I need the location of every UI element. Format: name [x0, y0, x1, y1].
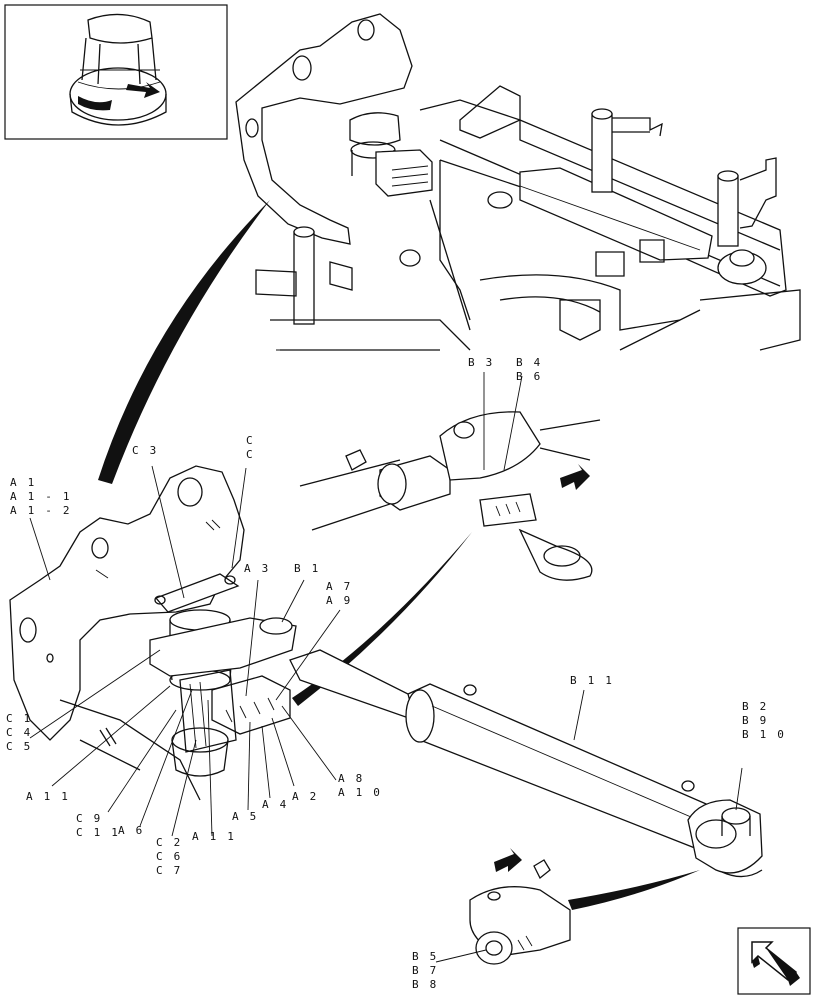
svg-text:A 8A 1 0: A 8A 1 0 — [338, 772, 382, 799]
navigation-arrow-icon[interactable] — [737, 927, 811, 995]
detail-view-rod-end — [469, 848, 571, 965]
label-c-top-2: C — [246, 448, 255, 461]
svg-text:B 1: B 1 — [294, 562, 320, 575]
machine-overview-thumbnail — [4, 4, 228, 140]
svg-text:A 3: A 3 — [244, 562, 270, 575]
label-c7: C 7 — [156, 864, 182, 877]
label-b11: B 1 1 — [570, 674, 614, 687]
label-a5: A 5 — [232, 810, 258, 823]
label-c-top-1: C — [246, 434, 255, 447]
label-b9: B 9 — [742, 714, 768, 727]
label-c3: C 3 — [132, 444, 158, 457]
upper-assembly-view — [235, 13, 801, 351]
main-assembly-view — [9, 465, 297, 801]
svg-text:B 2B 9B 1 0: B 2B 9B 1 0 — [742, 700, 786, 741]
svg-text:A 6: A 6 — [118, 824, 144, 837]
label-c5: C 5 — [6, 740, 32, 753]
label-a1-2: A 1 - 1 — [10, 490, 72, 503]
hydraulic-cylinder — [289, 649, 763, 878]
label-c2: C 2 — [156, 836, 182, 849]
svg-text:A 1 1: A 1 1 — [26, 790, 70, 803]
label-c6: C 6 — [156, 850, 182, 863]
label-b10: B 1 0 — [742, 728, 786, 741]
label-c11: C 1 1 — [76, 826, 120, 839]
label-a11-center: A 1 1 — [192, 830, 236, 843]
svg-text:B 4B 6: B 4B 6 — [516, 356, 542, 383]
detail-view-b — [299, 372, 601, 581]
svg-text:B 3: B 3 — [468, 356, 494, 369]
label-a2: A 2 — [292, 790, 318, 803]
label-a9: A 9 — [326, 594, 352, 607]
label-b3: B 3 — [468, 356, 494, 369]
leader-curve-c — [568, 870, 700, 910]
label-c4: C 4 — [6, 726, 32, 739]
label-b8: B 8 — [412, 978, 438, 991]
label-a7: A 7 — [326, 580, 352, 593]
label-a6: A 6 — [118, 824, 144, 837]
svg-text:C 2C 6C 7: C 2C 6C 7 — [156, 836, 182, 877]
leader-lines — [29, 465, 743, 963]
svg-text:A 1A 1 - 1A 1 - 2: A 1A 1 - 1A 1 - 2 — [10, 476, 72, 517]
svg-text:CC: CC — [246, 434, 255, 461]
label-a1-1: A 1 — [10, 476, 36, 489]
leader-curve-a — [98, 200, 270, 484]
label-b7: B 7 — [412, 964, 438, 977]
svg-text:C 1C 4C 5: C 1C 4C 5 — [6, 712, 32, 753]
label-a4: A 4 — [262, 798, 288, 811]
label-b5: B 5 — [412, 950, 438, 963]
svg-text:A 5: A 5 — [232, 810, 258, 823]
label-b2: B 2 — [742, 700, 768, 713]
svg-text:B 5B 7B 8: B 5B 7B 8 — [412, 950, 438, 991]
label-a10: A 1 0 — [338, 786, 382, 799]
svg-text:B 1 1: B 1 1 — [570, 674, 614, 687]
label-c1: C 1 — [6, 712, 32, 725]
label-a8: A 8 — [338, 772, 364, 785]
svg-text:C 9C 1 1: C 9C 1 1 — [76, 812, 120, 839]
label-a3: A 3 — [244, 562, 270, 575]
label-b1: B 1 — [294, 562, 320, 575]
leader-curve-b — [292, 532, 472, 706]
svg-text:A 1 1: A 1 1 — [192, 830, 236, 843]
svg-text:A 4: A 4 — [262, 798, 288, 811]
label-a11-left: A 1 1 — [26, 790, 70, 803]
label-b6: B 6 — [516, 370, 542, 383]
label-a1-3: A 1 - 2 — [10, 504, 72, 517]
label-c9: C 9 — [76, 812, 102, 825]
svg-text:C 3: C 3 — [132, 444, 158, 457]
label-b4: B 4 — [516, 356, 542, 369]
svg-text:A 7A 9: A 7A 9 — [326, 580, 352, 607]
svg-text:A 2: A 2 — [292, 790, 318, 803]
